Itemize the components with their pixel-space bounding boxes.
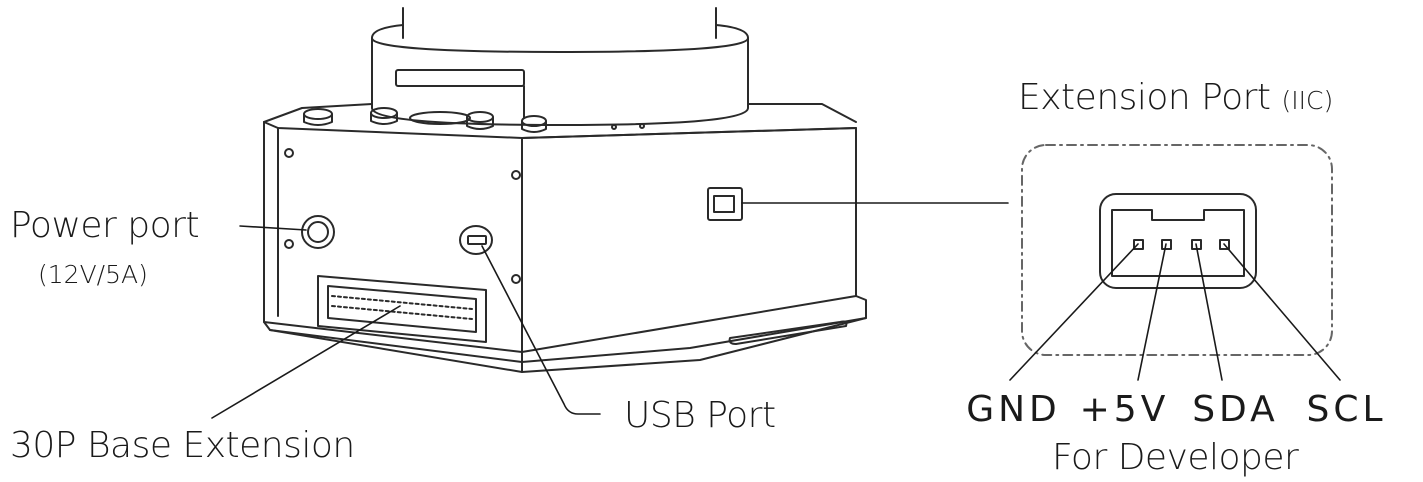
base-extension-connector — [317, 275, 487, 343]
usb-port-leader — [481, 245, 601, 415]
side-extension-port — [707, 187, 743, 221]
power-port-jack — [301, 215, 335, 249]
device-body — [263, 103, 867, 373]
pin-label-scl: SCL — [1306, 389, 1387, 430]
base-extension-leader — [211, 305, 401, 419]
usb-port-jack — [459, 225, 493, 255]
screws — [284, 148, 521, 284]
base-extension-label: 30P Base Extension — [10, 425, 355, 466]
extension-port-title: Extension Port — [1018, 77, 1271, 118]
power-spec-label: (12V/5A) — [38, 260, 148, 289]
jst-connector-4pin — [1099, 193, 1257, 289]
sda-pin-leader — [1195, 243, 1223, 381]
power-port-label: Power port — [10, 205, 200, 246]
tower-top — [371, 7, 749, 126]
top-buttons — [303, 107, 645, 133]
pin-label-gnd: GND — [966, 389, 1061, 430]
extension-port-callout-box — [1021, 144, 1333, 356]
for-developer-label: For Developer — [1052, 437, 1299, 478]
extension-port-bus: (IIC) — [1281, 86, 1334, 115]
pin-labels: GND +5V SDA SCL — [958, 392, 1402, 428]
scl-pin-leader — [1223, 243, 1341, 381]
gnd-pin-leader — [1009, 243, 1139, 381]
extension-port-label: Extension Port (IIC) — [1018, 80, 1333, 116]
pin-label-sda: SDA — [1192, 389, 1279, 430]
usb-port-label: USB Port — [624, 395, 776, 436]
5v-pin-leader — [1137, 243, 1167, 381]
power-port-leader — [239, 225, 307, 231]
pin-label-5v: +5V — [1079, 389, 1170, 430]
